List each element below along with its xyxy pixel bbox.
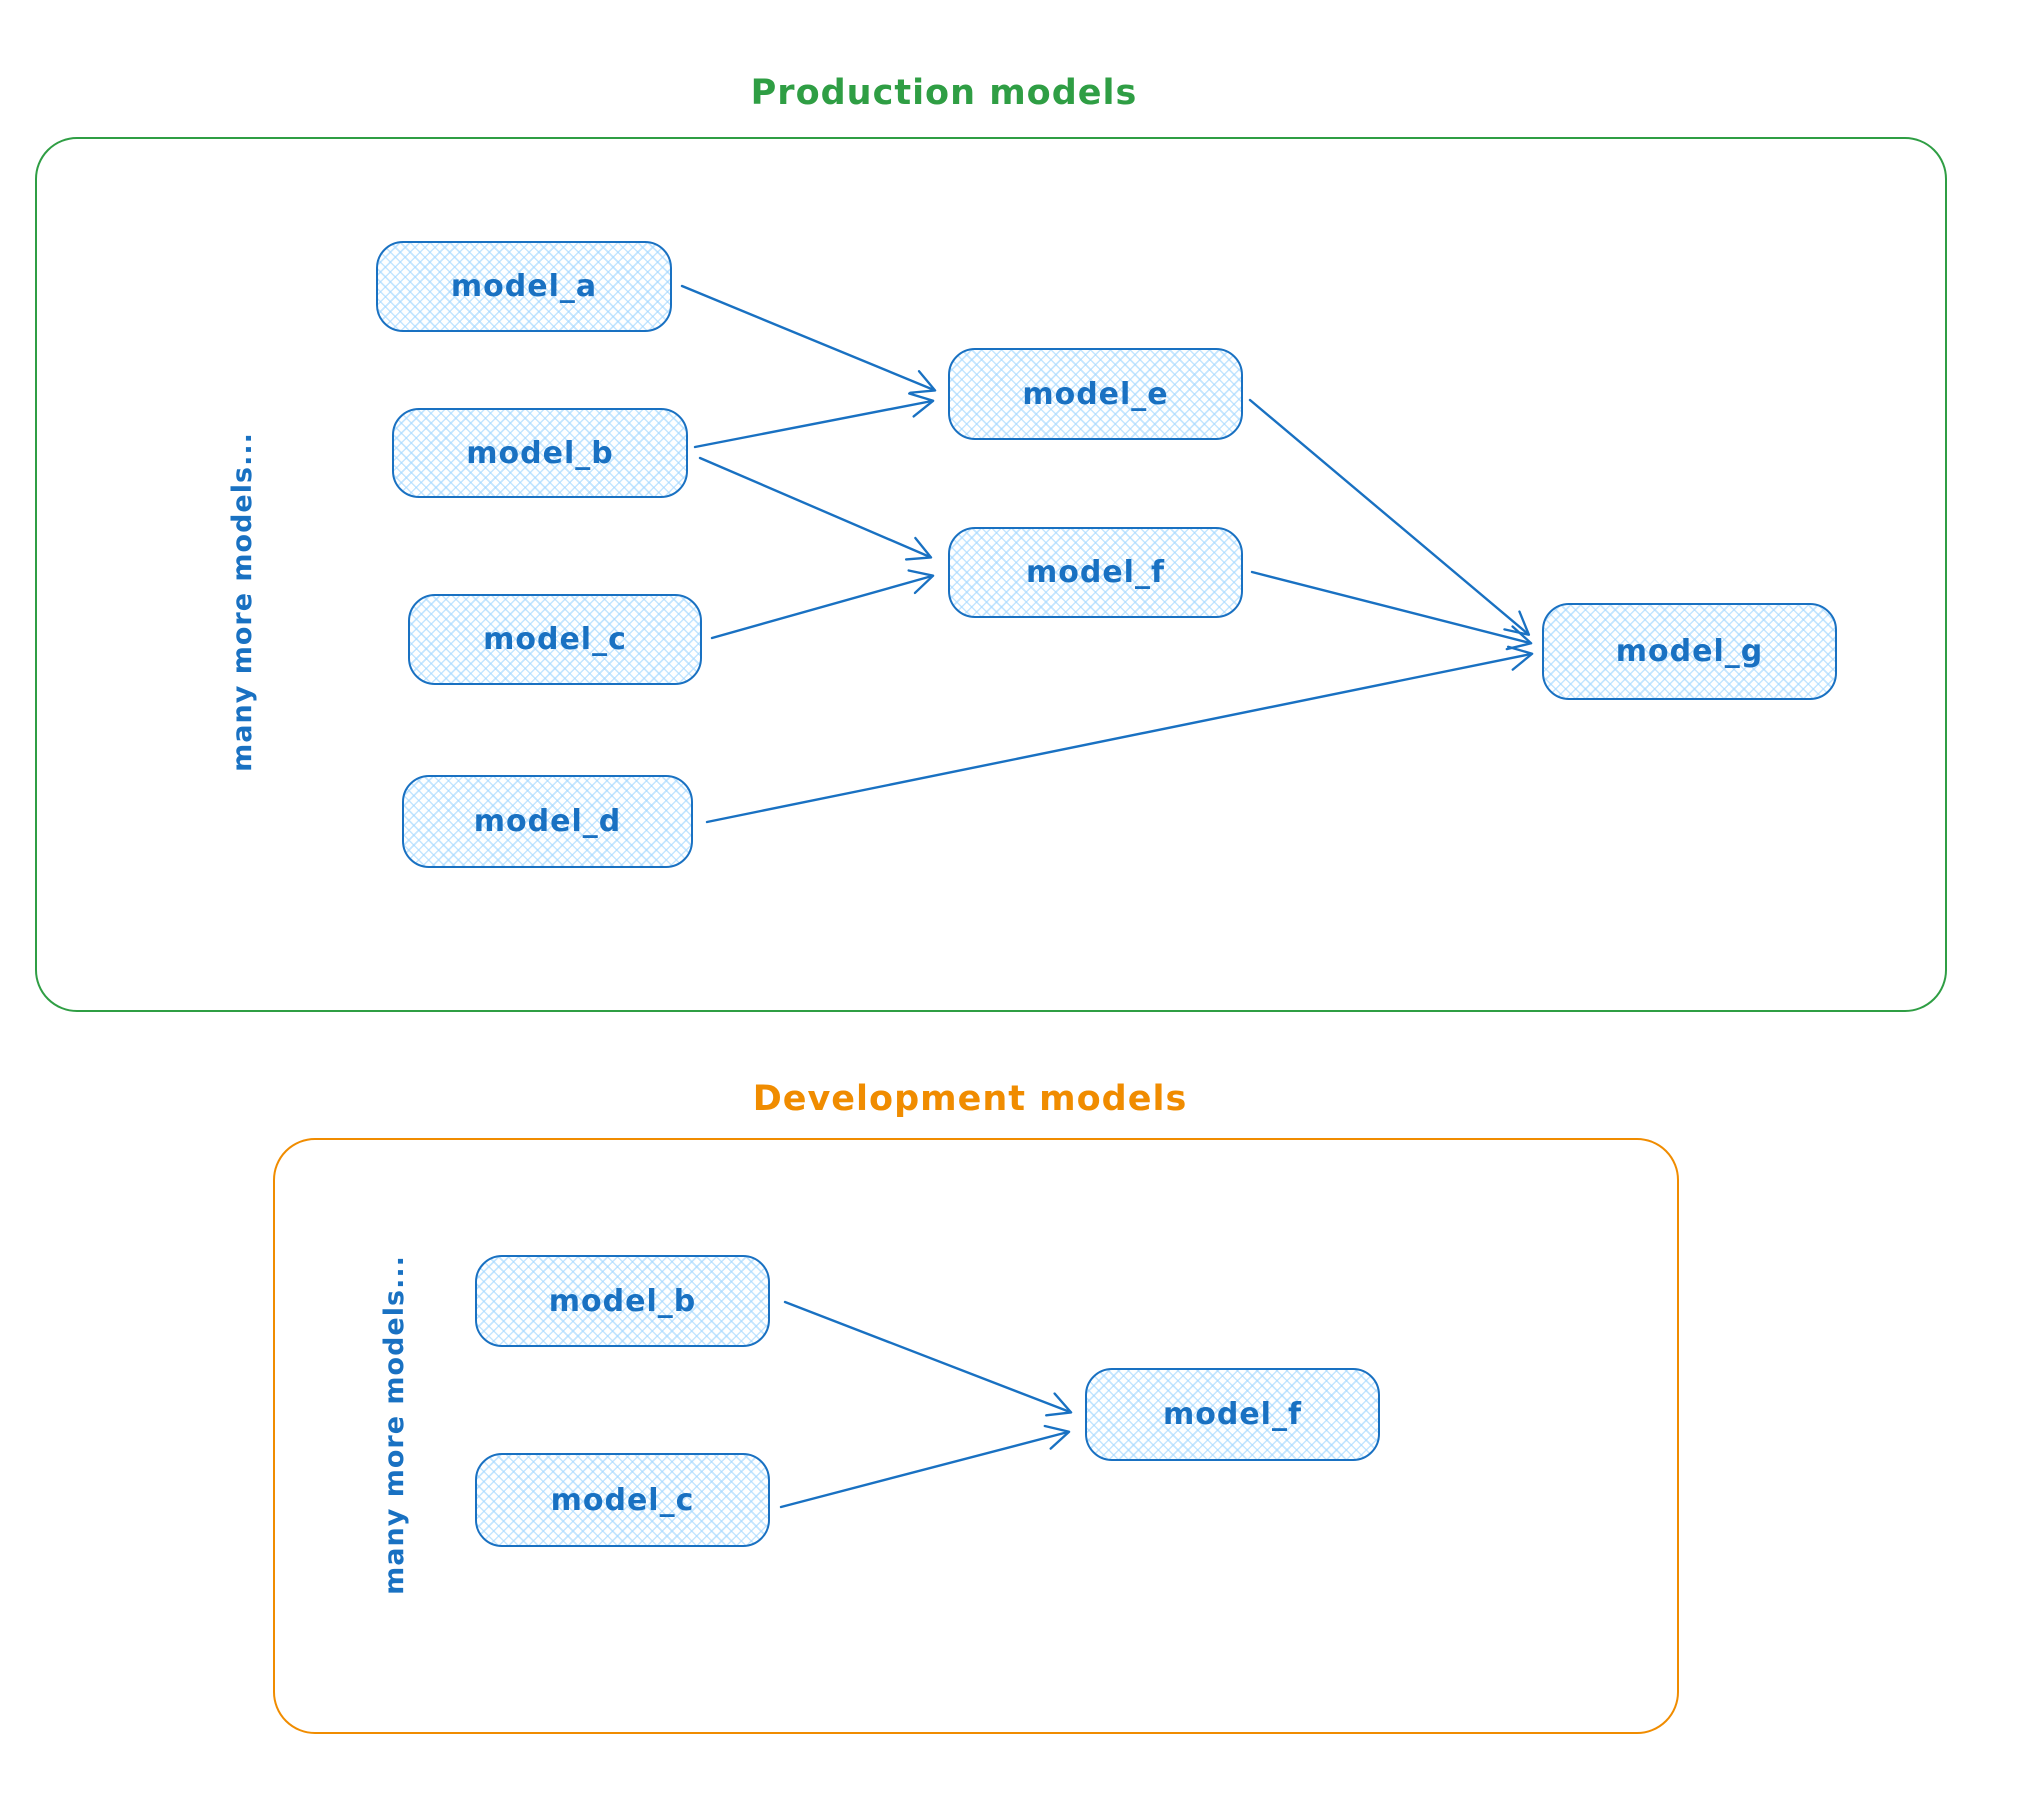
model-node-prod-model-d: model_d	[402, 775, 693, 868]
model-node-dev-model-f: model_f	[1085, 1368, 1380, 1461]
model-node-label: model_f	[1162, 1397, 1303, 1432]
model-node-dev-model-b: model_b	[475, 1255, 770, 1347]
development-title: Development models	[752, 1079, 1188, 1119]
model-node-prod-model-a: model_a	[376, 241, 672, 332]
development-side-label: many more models...	[379, 1255, 410, 1595]
model-node-label: model_b	[548, 1283, 697, 1319]
model-node-dev-model-c: model_c	[475, 1453, 770, 1547]
model-node-label: model_g	[1615, 634, 1764, 669]
model-node-prod-model-g: model_g	[1542, 603, 1837, 700]
production-frame	[35, 137, 1947, 1012]
production-side-label: many more models...	[227, 432, 258, 772]
model-node-prod-model-f: model_f	[948, 527, 1243, 618]
model-node-prod-model-b: model_b	[392, 408, 688, 498]
model-node-label: model_c	[483, 622, 627, 657]
production-title: Production models	[750, 73, 1138, 113]
model-node-label: model_d	[473, 804, 622, 839]
model-node-prod-model-e: model_e	[948, 348, 1243, 440]
model-node-label: model_c	[550, 1482, 695, 1518]
development-frame	[273, 1138, 1679, 1734]
model-node-label: model_a	[450, 269, 598, 304]
model-node-label: model_e	[1022, 376, 1169, 412]
model-node-prod-model-c: model_c	[408, 594, 702, 685]
model-node-label: model_f	[1025, 555, 1166, 590]
model-node-label: model_b	[466, 435, 614, 471]
